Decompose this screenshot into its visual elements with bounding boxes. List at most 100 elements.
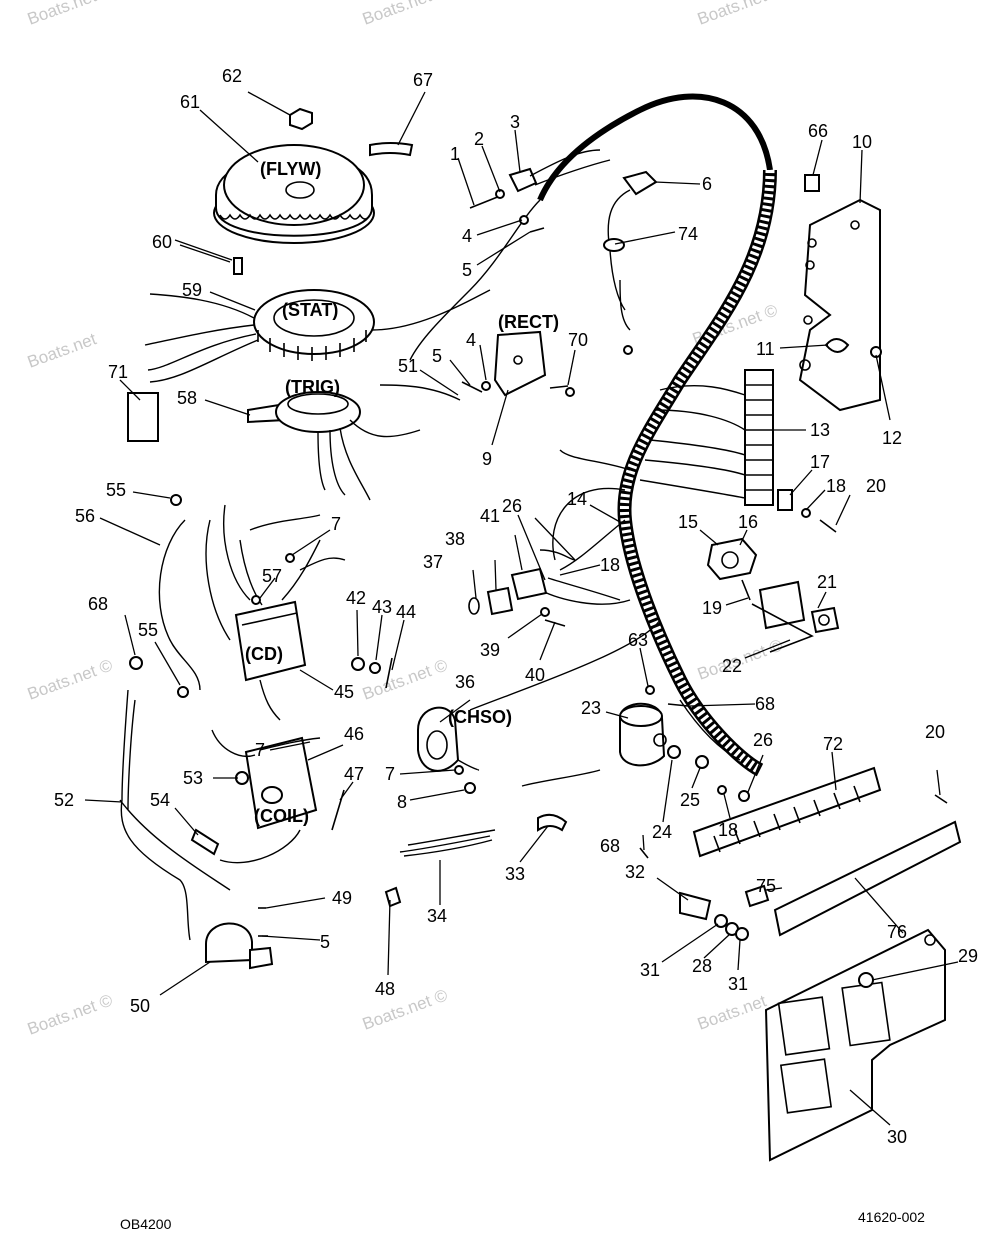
ignition-coil: (COIL) [211, 729, 321, 830]
callout-19: 19 [702, 598, 722, 618]
lead-wire [219, 829, 301, 864]
callout-18: 18 [600, 555, 620, 575]
watermark-text: Boats.net © [25, 655, 116, 703]
washer [540, 607, 550, 617]
callout-52: 52 [54, 790, 74, 810]
callout-44: 44 [396, 602, 416, 622]
callout-3: 3 [510, 112, 520, 132]
screw [170, 494, 182, 506]
screw [177, 686, 189, 698]
washer [801, 508, 811, 518]
watermark-text: Boats.net © [25, 990, 116, 1038]
callout-37: 37 [423, 552, 443, 572]
decal-plate [127, 392, 159, 442]
clip [804, 174, 820, 192]
callout-7: 7 [331, 514, 341, 534]
nut [735, 927, 749, 941]
electrical-plate [764, 928, 946, 1162]
terminal-plate [510, 567, 548, 601]
screw [549, 385, 569, 389]
watermark-text: Boats.net [695, 0, 769, 29]
trig-tag: (TRIG) [285, 377, 340, 397]
washer [369, 662, 381, 674]
callout-68: 68 [600, 836, 620, 856]
callout-68: 68 [755, 694, 775, 714]
wire-lead [521, 769, 601, 787]
callout-71: 71 [108, 362, 128, 382]
flywheel: (FLYW) [213, 144, 375, 244]
callout-26: 26 [502, 496, 522, 516]
ignition-switch [706, 537, 758, 601]
cd-module: (CD) [205, 504, 346, 721]
screw [469, 195, 501, 209]
callout-47: 47 [344, 764, 364, 784]
ground-clip [129, 656, 143, 670]
callout-66: 66 [808, 121, 828, 141]
plate-outline [751, 603, 814, 653]
connector [468, 597, 480, 615]
callout-43: 43 [372, 597, 392, 617]
washer [454, 765, 464, 775]
screw [461, 381, 483, 393]
callout-39: 39 [480, 640, 500, 660]
callout-62: 62 [222, 66, 242, 86]
screw [819, 519, 837, 533]
callout-25: 25 [680, 790, 700, 810]
spark-plug-boot [190, 828, 220, 856]
callout-labels: 62 67 61 1 2 3 4 5 6 74 66 10 11 12 13 6… [54, 66, 978, 1147]
clamp [824, 338, 850, 353]
callout-45: 45 [334, 682, 354, 702]
watermark-text: Boats.net [360, 0, 434, 29]
clamp [537, 813, 568, 832]
timing-decal [369, 142, 414, 157]
lead-wire [529, 149, 611, 186]
callout-76: 76 [887, 922, 907, 942]
wiring-harness [409, 93, 777, 777]
watermark-text: Boats.net [25, 0, 99, 29]
screw [667, 703, 689, 707]
callout-17: 17 [810, 452, 830, 472]
nut [351, 657, 365, 671]
callout-5: 5 [320, 932, 330, 952]
callout-9: 9 [482, 449, 492, 469]
callout-33: 33 [505, 864, 525, 884]
callout-63: 63 [628, 630, 648, 650]
callout-10: 10 [852, 132, 872, 152]
callout-4: 4 [466, 330, 476, 350]
wire-lead [379, 384, 461, 401]
callout-55: 55 [106, 480, 126, 500]
callout-58: 58 [177, 388, 197, 408]
nut [464, 782, 476, 794]
callout-1: 1 [450, 144, 460, 164]
gasket [758, 580, 806, 630]
callout-13: 13 [810, 420, 830, 440]
callout-11: 11 [756, 339, 775, 359]
terminal-strip [692, 766, 882, 858]
watermark-group: Boats.net Boats.net Boats.net Boats.net … [25, 0, 786, 1039]
callout-5: 5 [462, 260, 472, 280]
callout-38: 38 [445, 529, 465, 549]
callout-16: 16 [738, 512, 758, 532]
cover-plate [810, 606, 840, 634]
callout-7: 7 [385, 764, 395, 784]
terminal-block [744, 369, 774, 506]
screw [385, 657, 393, 689]
cover-bar [773, 820, 962, 937]
callout-15: 15 [678, 512, 698, 532]
callout-54: 54 [150, 790, 170, 810]
callout-32: 32 [625, 862, 645, 882]
callout-40: 40 [525, 665, 545, 685]
callout-67: 67 [413, 70, 433, 90]
callout-21: 21 [817, 572, 837, 592]
screw [934, 794, 948, 804]
rectifier: (RECT) [493, 312, 559, 397]
callout-57: 57 [262, 566, 282, 586]
chso-tag: (CHSO) [448, 707, 512, 727]
cd-tag: (CD) [245, 644, 283, 664]
cover-plate [818, 614, 830, 626]
callout-53: 53 [183, 768, 203, 788]
stat-tag: (STAT) [282, 300, 338, 320]
rect-tag: (RECT) [498, 312, 559, 332]
